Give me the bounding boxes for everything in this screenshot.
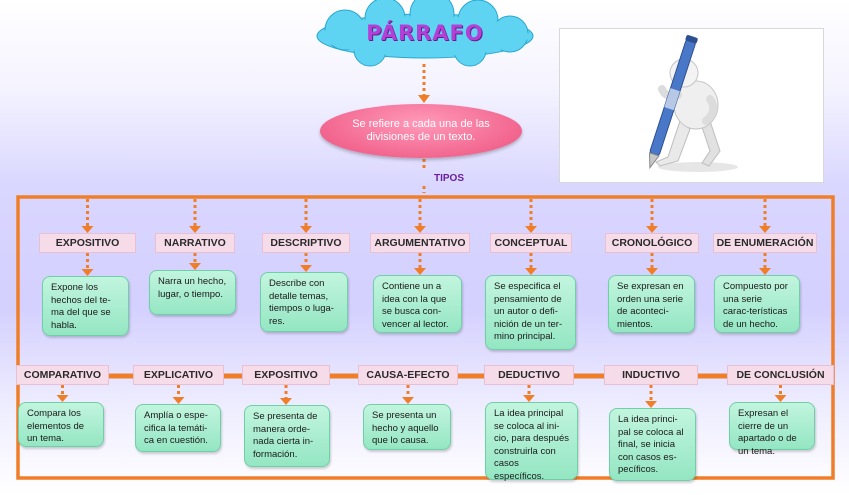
type-label: DESCRIPTIVO (262, 233, 350, 253)
type-label: EXPOSITIVO (242, 365, 330, 385)
type-label: DE ENUMERACIÓN (713, 233, 817, 253)
connector-arrowhead (81, 269, 94, 276)
type-description: La idea principal se coloca al ini-cio, … (485, 402, 578, 482)
connector-arrowhead (645, 401, 657, 408)
type-description: Amplía o espe-cifica la temáti-ca en cue… (135, 404, 221, 452)
type-description: La idea princi-pal se coloca al final, s… (609, 408, 696, 481)
connector-arrowhead (523, 395, 535, 402)
connector-arrowhead (56, 395, 69, 402)
type-description: Compara los elementos de un tema. (18, 402, 104, 447)
type-label: CAUSA-EFECTO (358, 365, 458, 385)
connector-arrowhead (414, 268, 426, 275)
type-description: Se presenta de manera orde-nada cierta i… (244, 405, 330, 467)
figure-with-pen-icon (648, 35, 738, 172)
type-label: CRONOLÓGICO (605, 233, 699, 253)
connector-arrowhead (300, 265, 312, 272)
type-description: Narra un hecho, lugar, o tiempo. (149, 270, 236, 315)
type-description: Compuesto por una serie carac-terísticas… (714, 275, 800, 333)
type-label: INDUCTIVO (604, 365, 698, 385)
diagram-title: PÁRRAFO (366, 21, 484, 45)
type-label: CONCEPTUAL (490, 233, 572, 253)
connector-arrowhead (525, 226, 537, 233)
type-label: COMPARATIVO (16, 365, 109, 385)
type-label: EXPOSITIVO (39, 233, 136, 253)
type-label: DEDUCTIVO (484, 365, 574, 385)
type-label: DE CONCLUSIÓN (727, 365, 834, 385)
type-description: Se expresan en orden una serie de aconte… (608, 275, 695, 333)
cloud-shape (316, 0, 534, 67)
connector-arrowhead (189, 263, 201, 270)
type-description: Describe con detalle temas, tiempos o lu… (260, 272, 348, 332)
connector-arrowhead (774, 395, 787, 402)
definition-ellipse: Se refiere a cada una de las divisiones … (320, 104, 522, 158)
connector-arrowhead (189, 226, 201, 233)
definition-text: Se refiere a cada una de las divisiones … (352, 118, 490, 143)
connector-arrowhead (81, 226, 94, 233)
type-label: EXPLICATIVO (133, 365, 224, 385)
type-description: Expone los hechos del te-ma del que se h… (42, 276, 129, 336)
type-label: ARGUMENTATIVO (370, 233, 470, 253)
connector-arrowhead (525, 268, 537, 275)
connector-arrowhead (414, 226, 426, 233)
connector-arrowhead (759, 226, 771, 233)
type-description: Se presenta un hecho y aquello que lo ca… (363, 404, 451, 450)
connector-arrowhead (300, 226, 312, 233)
connector-arrowhead (172, 397, 185, 404)
connector-arrowhead (759, 268, 771, 275)
type-description: Expresan el cierre de un apartado o de u… (729, 402, 815, 457)
connector-arrowhead (280, 398, 292, 405)
tipos-label: TIPOS (433, 173, 464, 184)
connector-arrowhead (402, 397, 414, 404)
connector-arrowhead (646, 226, 658, 233)
type-description: Se especifica el pensamiento de un autor… (485, 275, 576, 350)
connector-arrowhead (646, 268, 658, 275)
type-label: NARRATIVO (155, 233, 235, 253)
illustration-panel (559, 28, 824, 183)
type-description: Contiene un a idea con la que se busca c… (373, 275, 462, 333)
